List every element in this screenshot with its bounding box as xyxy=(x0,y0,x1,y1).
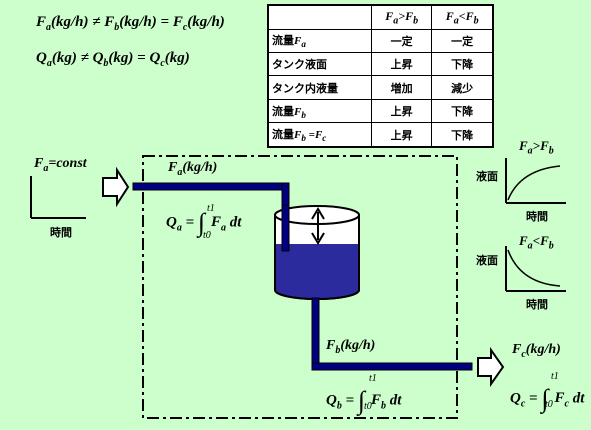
level-fall-graph xyxy=(505,246,566,292)
inlet-flow-label: Fa(kg/h) xyxy=(168,160,218,178)
outflow-label: Fc(kg/h) xyxy=(512,342,561,360)
table-row: 流量Fb 上昇 下降 xyxy=(267,98,494,124)
outlet-flow-label: Fb(kg/h) xyxy=(326,338,376,356)
fall-graph-ylabel: 液面 xyxy=(476,254,498,267)
header-fa-lt-fb: Fa<Fb xyxy=(431,4,494,30)
header-fa-gt-fb: Fa>Fb xyxy=(370,4,433,30)
table-row: タンク液面 上昇 下降 xyxy=(267,51,494,77)
tank-liquid xyxy=(274,244,360,300)
inflow-graph xyxy=(30,176,86,219)
inflow-arrow xyxy=(102,166,130,208)
integral-qb-lower: t0 xyxy=(364,401,372,412)
outlet-pipe xyxy=(311,297,473,371)
rise-graph-xlabel: 時間 xyxy=(526,210,548,223)
integral-qc: Qc = ∫Fc dt xyxy=(510,384,585,413)
rise-graph-title: Fa>Fb xyxy=(519,138,554,157)
fall-graph-xlabel: 時間 xyxy=(526,298,548,311)
comparison-table: Fa>Fb Fa<Fb 流量Fa 一定 一定 タンク液面 上昇 下降 タンク内液… xyxy=(267,4,494,148)
fall-graph-title: Fa<Fb xyxy=(519,233,554,252)
integral-qa-upper: t1 xyxy=(207,203,215,214)
integral-qa: Qa = ∫Fa dt xyxy=(166,208,242,237)
quantity-equation: Qa(kg) ≠ Qb(kg) = Qc(kg) xyxy=(36,50,190,69)
integral-qc-lower: t0 xyxy=(545,399,553,410)
mass-flow-equation: Fa(kg/h) ≠ Fb(kg/h) = Fc(kg/h) xyxy=(36,14,225,33)
integral-qb-upper: t1 xyxy=(369,373,377,384)
tank xyxy=(274,204,360,300)
outflow-arrow xyxy=(477,346,505,388)
integral-qc-upper: t1 xyxy=(551,371,559,382)
level-rise-graph xyxy=(505,158,566,204)
inflow-time-label: 時間 xyxy=(50,226,72,239)
level-arrow-icon xyxy=(311,207,325,245)
integral-qb: Qb = ∫Fb dt xyxy=(326,386,402,415)
rise-graph-ylabel: 液面 xyxy=(476,170,498,183)
table-header-row: Fa>Fb Fa<Fb xyxy=(267,4,494,30)
inflow-const-label: Fa=const xyxy=(34,156,87,174)
system-boundary xyxy=(142,155,458,419)
table-row: 流量Fb =Fc 上昇 下降 xyxy=(267,122,494,148)
integral-qa-lower: t0 xyxy=(203,230,211,241)
